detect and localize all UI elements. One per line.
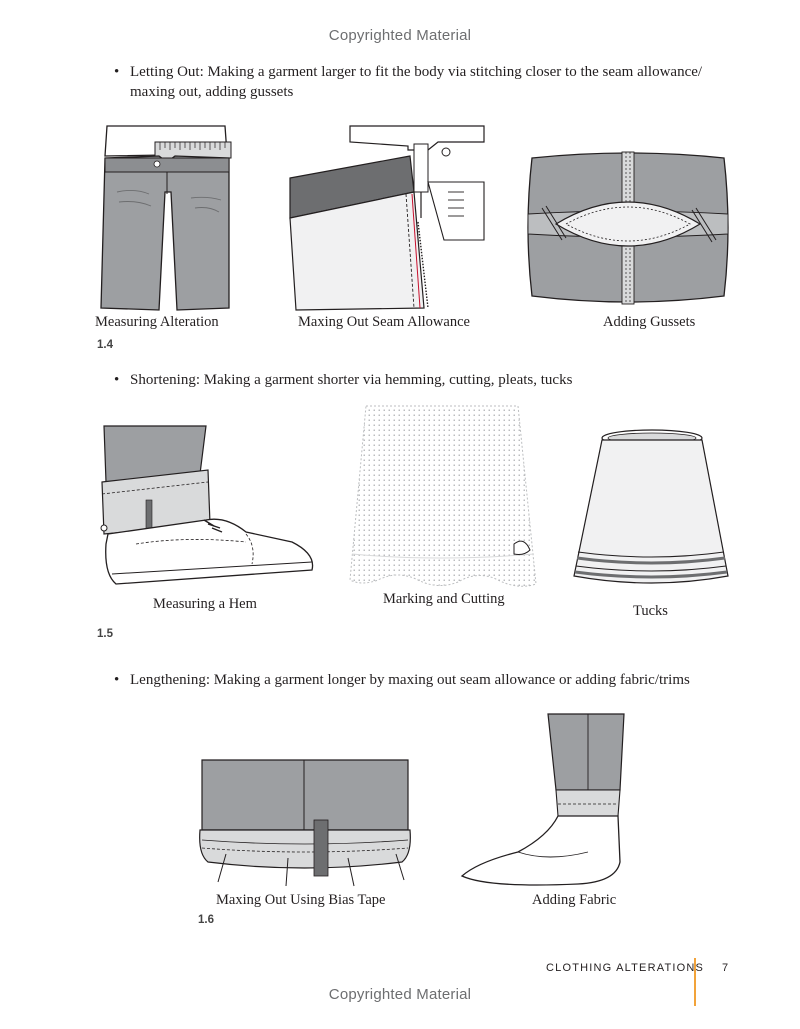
bullet-marker: • <box>114 372 120 388</box>
adding-fabric-illustration <box>460 713 625 886</box>
adding-gussets-illustration <box>527 151 729 305</box>
bullet-shortening: • Shortening: Making a garment shorter v… <box>114 370 714 390</box>
caption-marking-cutting: Marking and Cutting <box>383 591 505 607</box>
header-copyright: Copyrighted Material <box>328 27 472 44</box>
bullet-marker: • <box>114 672 120 688</box>
bullet-text: Shortening: Making a garment shorter via… <box>130 372 573 388</box>
measuring-hem-illustration <box>100 425 314 585</box>
bullet-text: Lengthening: Making a garment longer by … <box>130 672 690 688</box>
figure-number: 1.6 <box>198 914 214 926</box>
bullet-text: Letting Out: Making a garment larger to … <box>130 64 703 100</box>
caption-adding-gussets: Adding Gussets <box>603 314 696 330</box>
caption-measuring-hem: Measuring a Hem <box>153 596 257 612</box>
figure-number: 1.5 <box>97 628 113 640</box>
footer-accent-rule <box>694 958 696 1006</box>
footer-chapter-title: CLOTHING ALTERATIONS <box>546 962 705 974</box>
footer-page-number: 7 <box>722 962 729 974</box>
bullet-marker: • <box>114 64 120 80</box>
bullet-letting-out: • Letting Out: Making a garment larger t… <box>114 62 714 102</box>
maxing-out-seam-illustration <box>289 125 485 311</box>
caption-tucks: Tucks <box>633 603 668 619</box>
marking-cutting-illustration <box>349 405 537 587</box>
measuring-alteration-illustration <box>100 125 232 311</box>
bias-tape-illustration <box>199 759 411 887</box>
tucks-illustration <box>573 429 729 584</box>
footer-copyright: Copyrighted Material <box>328 986 472 1003</box>
figure-number: 1.4 <box>97 339 113 351</box>
bullet-lengthening: • Lengthening: Making a garment longer b… <box>114 670 714 690</box>
caption-maxing-out-seam: Maxing Out Seam Allowance <box>298 314 470 330</box>
caption-adding-fabric: Adding Fabric <box>532 892 617 908</box>
caption-bias-tape: Maxing Out Using Bias Tape <box>216 892 386 908</box>
caption-measuring-alteration: Measuring Alteration <box>95 314 219 330</box>
